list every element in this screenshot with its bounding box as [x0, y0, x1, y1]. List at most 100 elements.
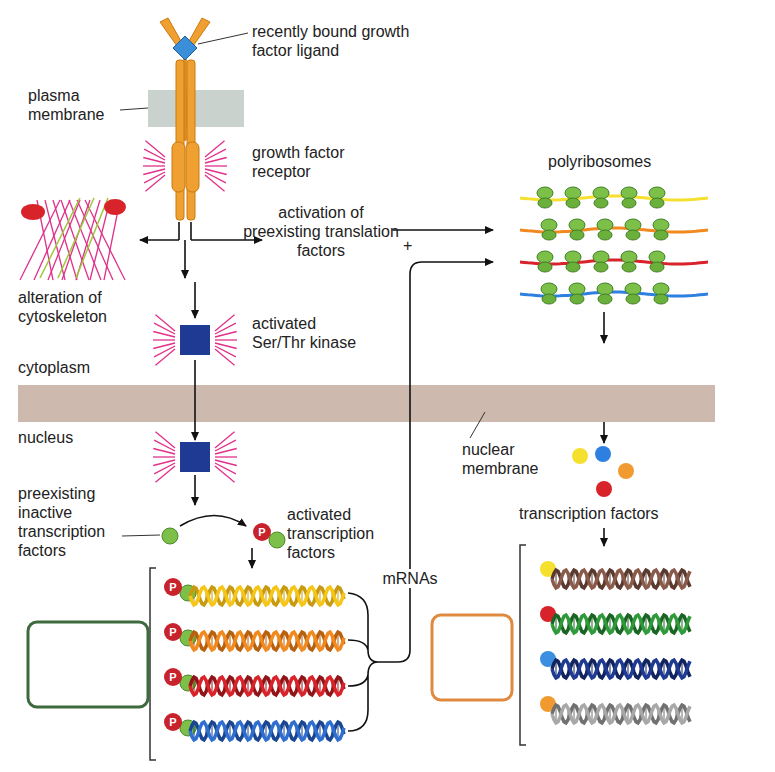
plasma-membrane [148, 90, 244, 127]
leader-line [120, 108, 148, 110]
ribosome [570, 230, 584, 240]
ribosome [621, 187, 637, 199]
strand [190, 632, 344, 650]
ribosome [594, 262, 608, 272]
ribosome [541, 283, 557, 295]
transcription-factors [180, 446, 634, 736]
ribosome [566, 198, 580, 208]
transcription-factor [572, 448, 588, 464]
ribosome [537, 187, 553, 199]
ribosome [542, 230, 556, 240]
ligand [173, 36, 197, 60]
ribosome [622, 262, 636, 272]
label: nucleus [18, 428, 118, 447]
ribosome [625, 219, 641, 231]
bracket [150, 568, 156, 760]
strand [190, 722, 344, 740]
transcription-factor [618, 463, 634, 479]
ribosome [654, 294, 668, 304]
filament [40, 198, 80, 278]
strand [552, 615, 690, 633]
arrows [140, 222, 604, 731]
phosphate-letter: P [258, 526, 265, 538]
ray [143, 165, 165, 166]
gene-box [28, 622, 148, 707]
label: polyribosomes [548, 152, 678, 171]
cytoskeleton [20, 198, 126, 280]
ribosome [570, 294, 584, 304]
label: preexisting inactive transcription facto… [18, 484, 120, 560]
ray [153, 448, 175, 454]
bracket [520, 545, 526, 745]
nuclear-membrane [18, 385, 715, 422]
ray [205, 175, 225, 191]
label: nuclear membrane [462, 440, 544, 478]
strand [552, 615, 690, 633]
phosphate-circle: P [164, 713, 182, 731]
ray [215, 339, 237, 340]
label: growth factor receptor [252, 143, 372, 181]
label: activation of preexisting translation fa… [240, 203, 402, 260]
phosphate-circle: P [253, 523, 271, 541]
label: transcription factors [519, 504, 689, 523]
strand [552, 660, 690, 678]
ribosome [653, 219, 669, 231]
strand [190, 677, 344, 695]
ribosome [653, 283, 669, 295]
ribosome [626, 230, 640, 240]
ribosome [625, 283, 641, 295]
ribosome [621, 251, 637, 263]
leader-line [470, 412, 485, 438]
ribosome [649, 187, 665, 199]
filament [62, 200, 90, 280]
ribosome [565, 187, 581, 199]
ribosome [649, 251, 665, 263]
ribosome [650, 262, 664, 272]
inactive-factor [162, 528, 178, 544]
label: cytoplasm [18, 358, 118, 377]
dna-helices [190, 570, 690, 740]
ribosome [541, 219, 557, 231]
ray [215, 349, 235, 365]
organelle [104, 199, 126, 215]
ribosome [538, 198, 552, 208]
strand [190, 587, 344, 605]
ray [155, 466, 175, 482]
strand [190, 677, 344, 695]
ray [155, 349, 175, 365]
phosphate-letter: P [169, 626, 176, 638]
ribosome [650, 198, 664, 208]
strand [552, 570, 690, 588]
polyribosomes [520, 187, 708, 304]
label: activated transcription factors [287, 505, 391, 562]
ribosome [593, 251, 609, 263]
kinase [180, 442, 210, 472]
organelle [21, 204, 45, 220]
ribosome [594, 198, 608, 208]
gene-box [432, 615, 512, 700]
leader-line [198, 33, 248, 44]
label: activated Ser/Thr kinase [252, 314, 370, 352]
ray [215, 456, 237, 457]
ribosome [566, 262, 580, 272]
ray [215, 466, 235, 482]
ray [153, 339, 175, 340]
phosphate-letter: P [169, 716, 176, 728]
filament [58, 198, 94, 278]
label: mRNAs [382, 569, 438, 588]
strand [552, 660, 690, 678]
phosphate-circle: P [164, 578, 182, 596]
filament [76, 198, 108, 278]
ribosome [598, 230, 612, 240]
transcription-factor [596, 481, 612, 497]
ribosome [598, 294, 612, 304]
ray [215, 448, 237, 454]
ribosome [542, 294, 556, 304]
strand [552, 705, 690, 723]
ribosome [597, 219, 613, 231]
label: alteration of cytoskeleton [18, 288, 130, 326]
activation-rays [143, 141, 237, 482]
phosphate-circle: P [164, 623, 182, 641]
